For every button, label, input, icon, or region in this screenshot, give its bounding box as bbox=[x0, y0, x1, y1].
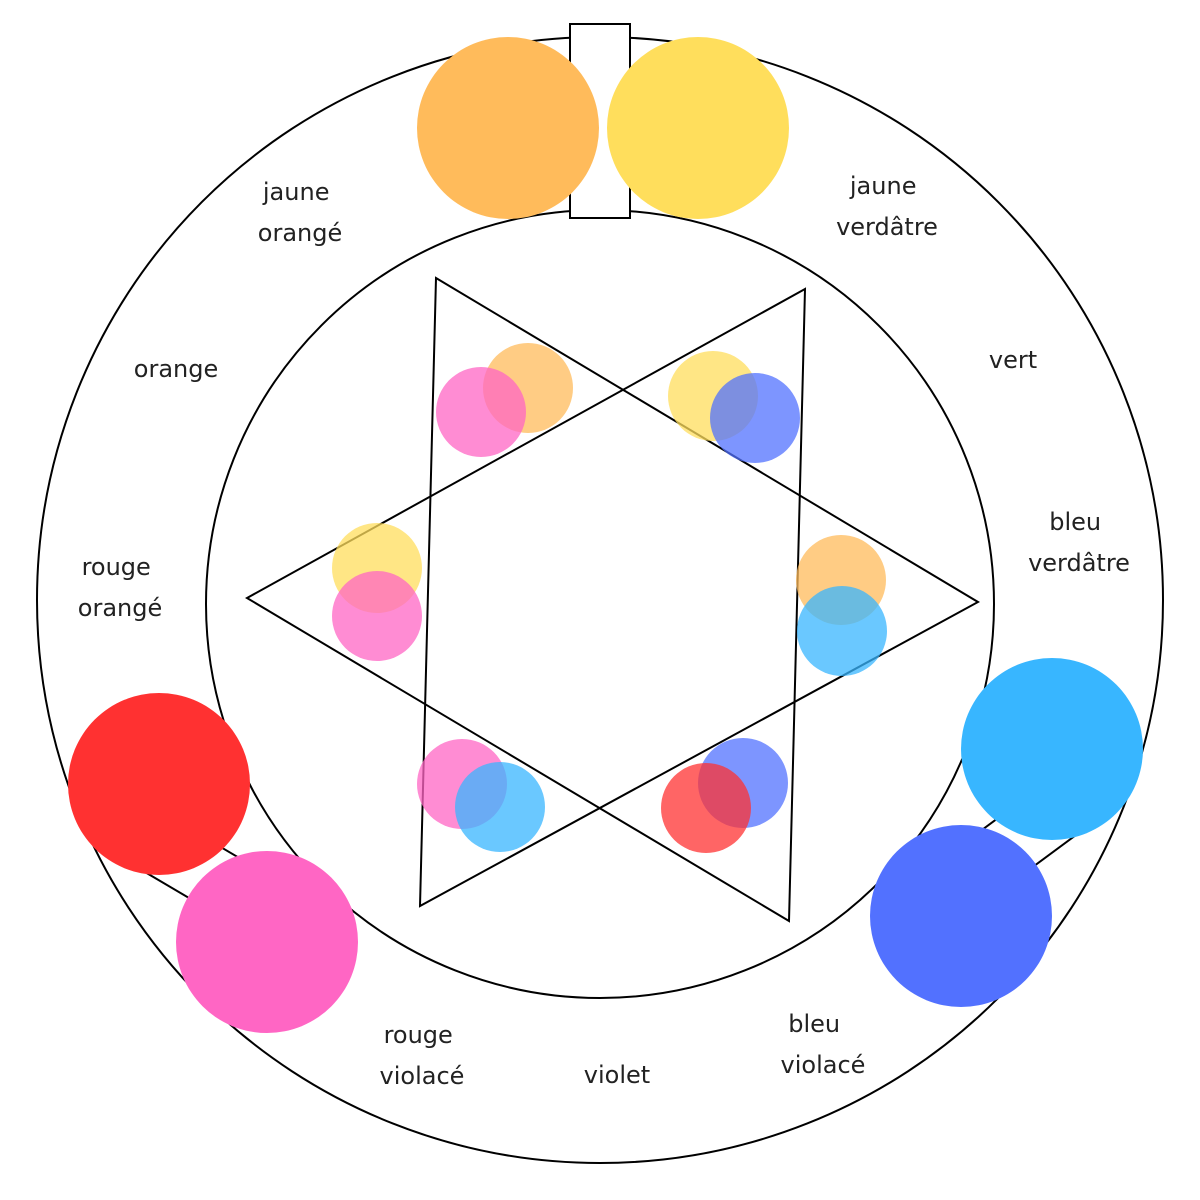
mix-cyan-circle bbox=[797, 586, 887, 676]
mix-left bbox=[332, 523, 422, 661]
red-circle bbox=[68, 693, 250, 875]
mix-magenta-circle bbox=[436, 367, 526, 457]
mix-top-left bbox=[436, 343, 573, 457]
mix-red-circle bbox=[661, 763, 751, 853]
label-rouge-orange: rouge orangé bbox=[78, 553, 162, 622]
label-jaune-verdatre: jaune verdâtre bbox=[836, 172, 938, 241]
magenta-circle bbox=[176, 851, 358, 1033]
label-vert: vert bbox=[989, 346, 1037, 374]
mix-cyan-circle bbox=[455, 762, 545, 852]
label-rouge-violace: rouge violacé bbox=[380, 1021, 465, 1090]
label-violet: violet bbox=[584, 1061, 650, 1089]
label-bleu-verdatre: bleu verdâtre bbox=[1028, 508, 1130, 577]
label-jaune-orange: jaune orangé bbox=[258, 178, 342, 247]
label-bleu-violace: bleu violacé bbox=[781, 1010, 866, 1079]
mix-bottom-left bbox=[417, 739, 545, 852]
blue-circle bbox=[870, 825, 1052, 1007]
mix-bottom-right bbox=[661, 738, 788, 853]
star-triangle-down bbox=[244, 287, 807, 923]
cyan-circle bbox=[961, 658, 1143, 840]
mix-top-right bbox=[668, 351, 800, 463]
yellow-circle bbox=[607, 37, 789, 219]
orange-circle bbox=[417, 37, 599, 219]
label-orange: orange bbox=[134, 355, 218, 383]
mix-blue-circle bbox=[710, 373, 800, 463]
mix-right bbox=[796, 535, 887, 676]
mix-magenta-circle bbox=[332, 571, 422, 661]
